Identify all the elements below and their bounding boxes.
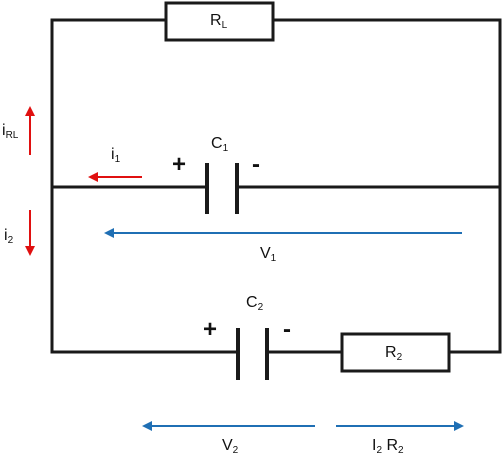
c1-plus-sign: + — [172, 151, 187, 178]
label-i2: i2 — [4, 228, 13, 246]
label-rl-sub: L — [221, 20, 228, 31]
label-r2-main: R — [385, 344, 397, 361]
label-rl: RL — [210, 13, 227, 31]
label-c2-main: C — [246, 294, 258, 311]
c2-plus-sign: + — [203, 316, 218, 343]
label-irl-sub: RL — [5, 130, 19, 141]
label-irl-main: i — [2, 122, 6, 139]
label-i1: i1 — [111, 147, 120, 165]
label-v2: V2 — [222, 438, 238, 456]
label-r2-sub: 2 — [396, 352, 403, 363]
label-i2-sub: 2 — [7, 235, 14, 246]
label-r2: R2 — [385, 345, 402, 363]
resistor-r2 — [340, 332, 451, 373]
label-i1-main: i — [111, 146, 115, 163]
label-i2r2-sub1: 2 — [376, 445, 383, 456]
resistor-rl — [164, 1, 275, 42]
label-v2-main: V — [222, 437, 233, 454]
label-i2r2-main1: I — [372, 437, 377, 454]
label-i1-sub: 1 — [114, 154, 121, 165]
c2-minus-sign: - — [283, 316, 291, 343]
label-i2r2-sub2: 2 — [398, 445, 404, 456]
label-v1: V1 — [260, 246, 276, 264]
c1-minus-sign: - — [252, 151, 260, 178]
label-c1: C1 — [211, 136, 228, 154]
label-c2-sub: 2 — [257, 302, 264, 313]
label-i2r2-main2: R — [382, 437, 399, 454]
label-i2r2: I2 R2 — [372, 438, 404, 456]
label-v1-main: V — [260, 245, 271, 262]
label-v1-sub: 1 — [270, 253, 277, 264]
label-irl: iRL — [2, 123, 18, 141]
label-v2-sub: 2 — [232, 445, 239, 456]
label-c1-sub: 1 — [222, 143, 229, 154]
label-rl-main: R — [210, 12, 222, 29]
wires — [50, 18, 502, 354]
label-i2-main: i — [4, 227, 8, 244]
label-c2: C2 — [246, 295, 263, 313]
label-c1-main: C — [211, 135, 223, 152]
